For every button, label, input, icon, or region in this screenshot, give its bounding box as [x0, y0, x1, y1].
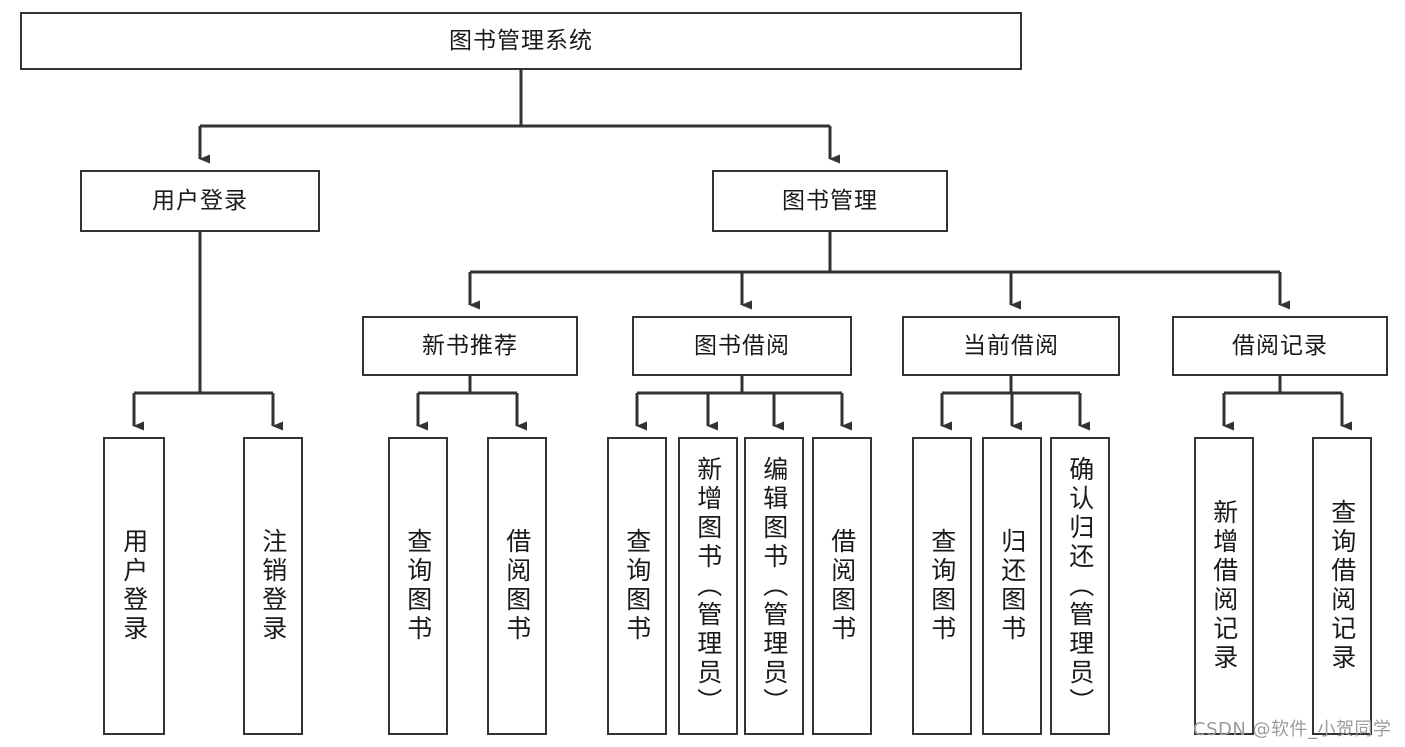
node-label: 借阅记录 — [1232, 332, 1328, 359]
node-label: 查询图书 — [622, 528, 652, 644]
node-book-manage[interactable]: 图书管理 — [712, 170, 948, 232]
node-label: 查询图书 — [927, 528, 957, 644]
node-leaf-confirm-return[interactable]: 确认归还（管理员） — [1050, 437, 1110, 735]
node-new-book-recommend[interactable]: 新书推荐 — [362, 316, 578, 376]
node-label: 新增图书（管理员） — [693, 455, 723, 717]
node-label: 新书推荐 — [422, 332, 518, 359]
node-current-borrow[interactable]: 当前借阅 — [902, 316, 1120, 376]
node-label: 新增借阅记录 — [1209, 499, 1239, 673]
node-root[interactable]: 图书管理系统 — [20, 12, 1022, 70]
node-label: 图书管理系统 — [449, 27, 593, 54]
node-leaf-query-book-recommend[interactable]: 查询图书 — [388, 437, 448, 735]
node-label: 图书借阅 — [694, 332, 790, 359]
node-label: 归还图书 — [997, 528, 1027, 644]
node-label: 用户登录 — [152, 187, 248, 214]
node-label: 注销登录 — [258, 528, 288, 644]
node-leaf-add-book[interactable]: 新增图书（管理员） — [678, 437, 738, 735]
node-leaf-borrow-book-recommend[interactable]: 借阅图书 — [487, 437, 547, 735]
node-book-borrow[interactable]: 图书借阅 — [632, 316, 852, 376]
node-label: 图书管理 — [782, 187, 878, 214]
node-user-login[interactable]: 用户登录 — [80, 170, 320, 232]
node-label: 查询借阅记录 — [1327, 499, 1357, 673]
node-leaf-query-book-current[interactable]: 查询图书 — [912, 437, 972, 735]
watermark-text: CSDN @软件_小贺同学 — [1193, 719, 1392, 740]
node-leaf-edit-book[interactable]: 编辑图书（管理员） — [744, 437, 804, 735]
node-leaf-query-book-borrow[interactable]: 查询图书 — [607, 437, 667, 735]
node-leaf-borrow-book[interactable]: 借阅图书 — [812, 437, 872, 735]
node-label: 查询图书 — [403, 528, 433, 644]
node-leaf-return-book[interactable]: 归还图书 — [982, 437, 1042, 735]
node-label: 借阅图书 — [502, 528, 532, 644]
node-label: 借阅图书 — [827, 528, 857, 644]
node-label: 确认归还（管理员） — [1065, 455, 1095, 717]
node-label: 编辑图书（管理员） — [759, 455, 789, 717]
node-leaf-user-login[interactable]: 用户登录 — [103, 437, 165, 735]
node-leaf-add-borrow-record[interactable]: 新增借阅记录 — [1194, 437, 1254, 735]
node-leaf-user-logout[interactable]: 注销登录 — [243, 437, 303, 735]
node-borrow-record[interactable]: 借阅记录 — [1172, 316, 1388, 376]
node-label: 当前借阅 — [963, 332, 1059, 359]
node-label: 用户登录 — [119, 528, 149, 644]
node-leaf-query-borrow-record[interactable]: 查询借阅记录 — [1312, 437, 1372, 735]
